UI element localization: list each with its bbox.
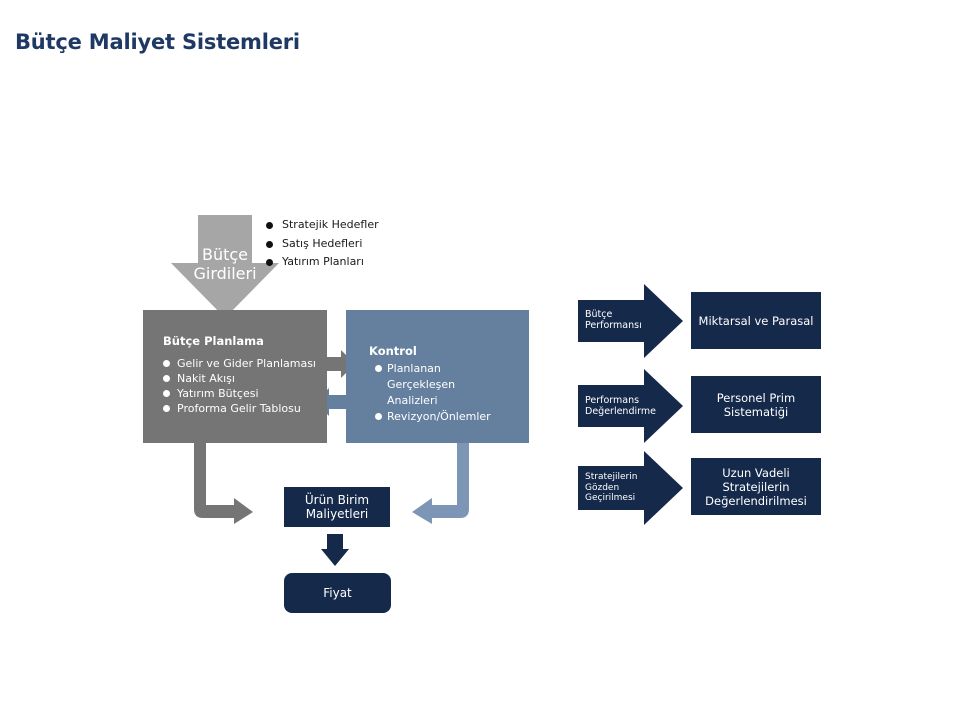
list-item: Revizyon/Önlemler xyxy=(369,409,509,425)
list-item: Yatırım Bütçesi xyxy=(163,386,327,401)
price-label: Fiyat xyxy=(323,586,352,600)
planning-box: Bütçe Planlama Gelir ve Gider Planlaması… xyxy=(143,310,327,443)
page-title: Bütçe Maliyet Sistemleri xyxy=(15,30,300,54)
planning-title: Bütçe Planlama xyxy=(163,334,264,348)
right-arrow-3 xyxy=(578,451,683,525)
right-box-line: Sistematiği xyxy=(723,404,789,419)
product-cost-line2: Maliyetleri xyxy=(305,507,369,521)
price-box: Fiyat xyxy=(284,573,391,613)
planning-list: Gelir ve Gider Planlaması Nakit Akışı Ya… xyxy=(163,356,327,416)
budget-input-label-line2: Girdileri xyxy=(193,264,257,283)
cost-to-price-arrow xyxy=(321,534,349,566)
arrow-label-line: Performansı xyxy=(585,320,642,331)
product-cost-line1: Ürün Birim xyxy=(304,493,370,507)
list-item: Yatırım Planları xyxy=(266,253,379,272)
control-box: Kontrol Planlanan Gerçekleşen Analizleri… xyxy=(346,310,529,443)
right-arrow-2 xyxy=(578,369,683,443)
right-box-3: Uzun Vadeli Stratejilerin Değerlendirilm… xyxy=(691,458,821,515)
arrow-label-line: Performans xyxy=(585,395,640,406)
right-box-1: Miktarsal ve Parasal xyxy=(691,292,821,349)
control-title: Kontrol xyxy=(369,344,417,358)
list-item: Planlanan Gerçekleşen Analizleri xyxy=(369,361,509,409)
right-arrow-1-label: Bütçe Performansı xyxy=(585,309,642,331)
budget-input-label-line1: Bütçe xyxy=(201,245,249,264)
control-list: Planlanan Gerçekleşen Analizleri Revizyo… xyxy=(369,361,509,425)
right-box-2: Personel Prim Sistematiği xyxy=(691,376,821,433)
control-to-cost-arrow xyxy=(412,443,469,524)
arrow-label-line: Değerlendirme xyxy=(585,406,656,417)
budget-input-arrow xyxy=(171,215,279,318)
right-box-line: Stratejilerin xyxy=(722,479,790,494)
right-arrow-1 xyxy=(578,284,683,358)
list-item: Nakit Akışı xyxy=(163,371,327,386)
right-box-line: Uzun Vadeli xyxy=(722,465,790,480)
list-item: Proforma Gelir Tablosu xyxy=(163,401,327,416)
arrow-label-line: Geçirilmesi xyxy=(585,493,636,503)
product-cost-box: Ürün Birim Maliyetleri xyxy=(284,487,390,527)
right-box-line: Personel Prim xyxy=(716,390,796,405)
right-arrow-2-label: Performans Değerlendirme xyxy=(585,395,656,417)
planning-to-cost-arrow xyxy=(194,443,253,524)
right-arrow-3-label: Stratejilerin Gözden Geçirilmesi xyxy=(585,472,637,504)
right-box-line: Miktarsal ve Parasal xyxy=(698,313,814,328)
arrow-label-line: Bütçe xyxy=(585,309,613,320)
budget-input-label: Bütçe Girdileri xyxy=(175,245,275,283)
arrow-label-line: Gözden xyxy=(585,482,620,493)
budget-input-list: Stratejik Hedefler Satış Hedefleri Yatır… xyxy=(266,216,379,272)
arrow-label-line: Stratejilerin xyxy=(585,472,638,482)
list-item: Stratejik Hedefler xyxy=(266,216,379,235)
list-item: Gelir ve Gider Planlaması xyxy=(163,356,327,371)
right-box-line: Değerlendirilmesi xyxy=(705,493,807,508)
list-item: Satış Hedefleri xyxy=(266,235,379,254)
